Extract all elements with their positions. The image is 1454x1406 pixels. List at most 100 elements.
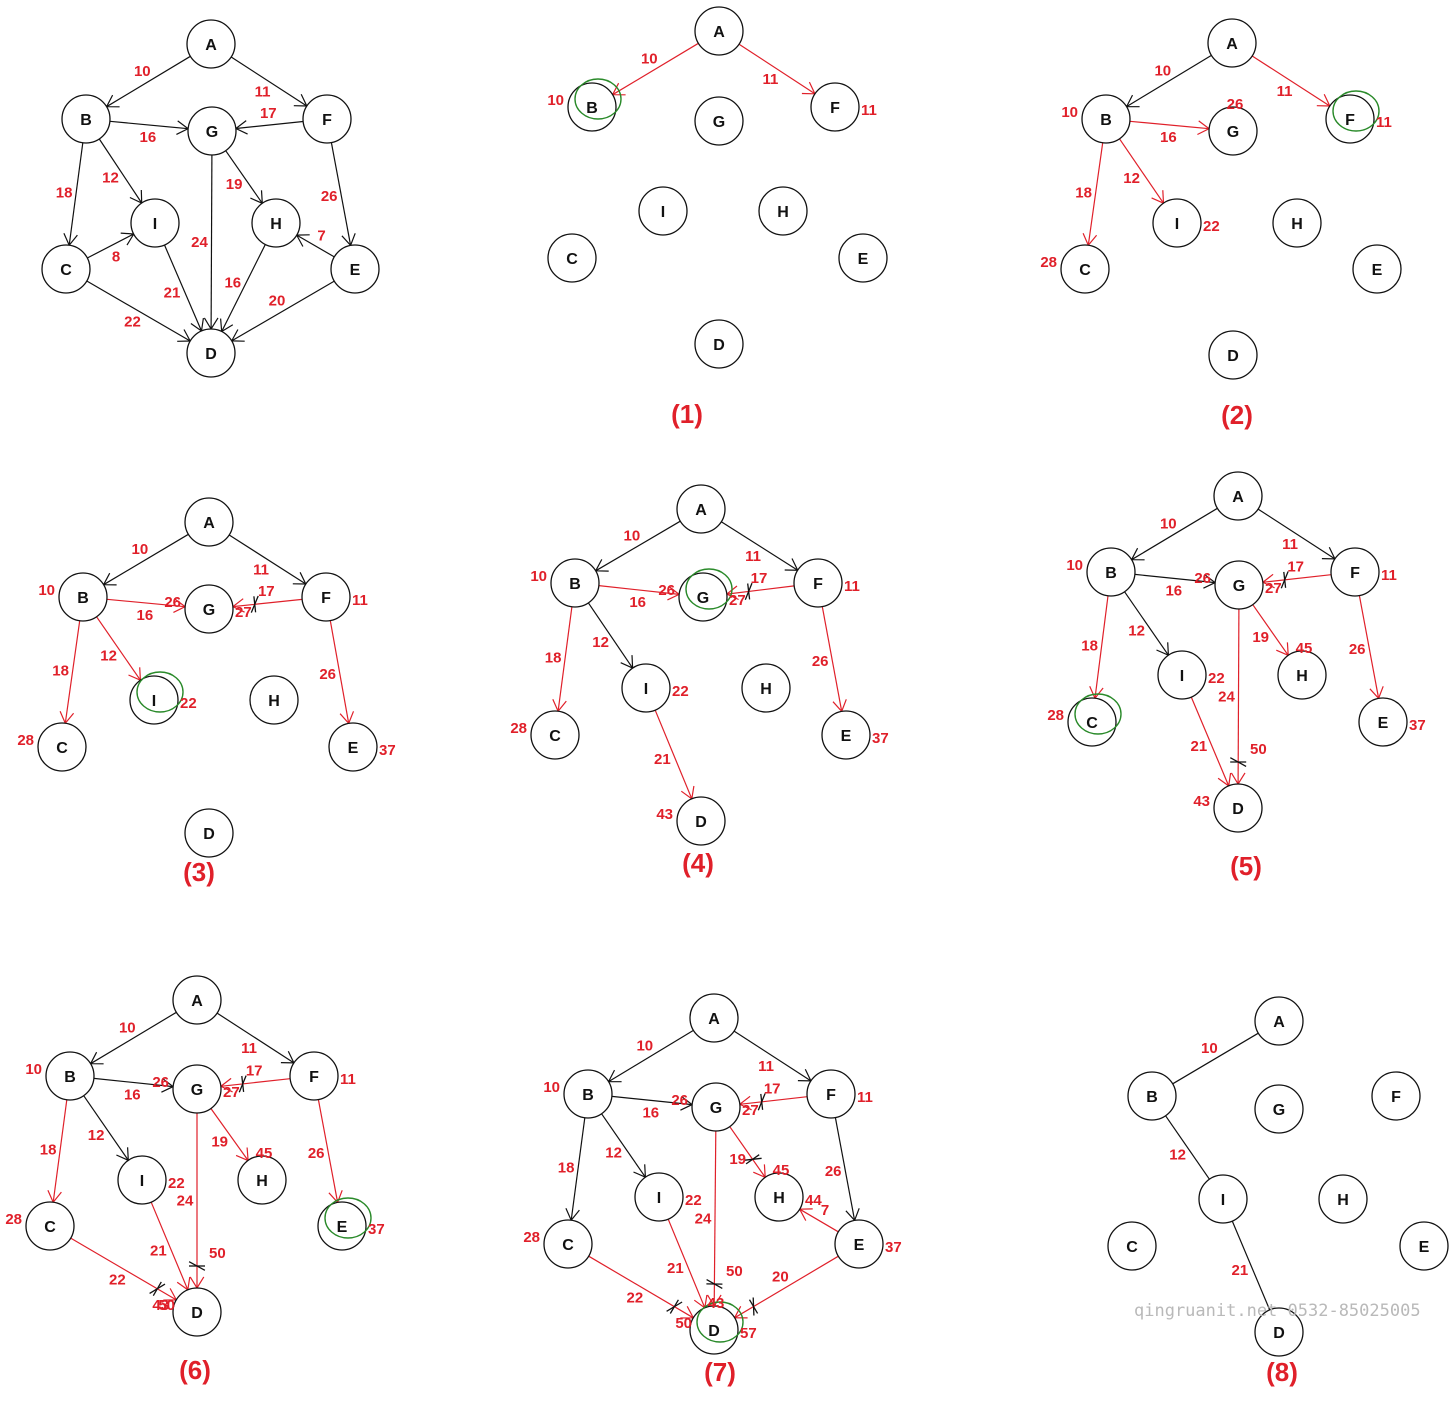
node-label-d: D <box>203 826 215 843</box>
edge-weight-i-d: 21 <box>1232 1262 1249 1279</box>
node-d <box>172 1287 222 1337</box>
node-c <box>530 710 580 760</box>
edge-weight-f-e: 26 <box>825 1163 842 1180</box>
edge-f-g <box>235 120 304 130</box>
node-label-h: H <box>773 1190 785 1207</box>
node-label-c: C <box>1079 262 1091 279</box>
distance-label-d: 43 <box>708 1295 725 1312</box>
distance-label-b: 10 <box>543 1079 560 1096</box>
node-label-f: F <box>321 590 331 607</box>
node-d <box>184 808 234 858</box>
settled-highlight-b <box>574 78 622 120</box>
distance-label-f: 11 <box>857 1089 873 1106</box>
node-label-e: E <box>1372 262 1383 279</box>
distance-label-h: 45 <box>1296 640 1313 657</box>
edge-f-e <box>834 1117 856 1221</box>
node-g <box>184 584 234 634</box>
node-g <box>694 96 744 146</box>
node-label-d: D <box>695 814 707 831</box>
edge-weight-b-c: 18 <box>558 1159 575 1176</box>
edge-weight-b-c: 18 <box>545 649 562 666</box>
settled-highlight-d <box>696 1301 744 1343</box>
edge-e-h <box>296 234 335 258</box>
edge-f-g <box>726 585 795 595</box>
node-label-i: I <box>153 216 157 233</box>
edge-b-g <box>109 120 189 130</box>
node-h <box>758 186 808 236</box>
edge-weight-i-d: 21 <box>667 1260 684 1277</box>
node-label-c: C <box>44 1219 56 1236</box>
edge-weight-h-d: 16 <box>224 275 241 292</box>
node-g <box>691 1082 741 1132</box>
node-e <box>838 233 888 283</box>
node-b <box>563 1069 613 1119</box>
step-caption: (7) <box>704 1357 736 1387</box>
edge-weight-a-b: 10 <box>1201 1040 1218 1057</box>
node-g <box>1208 106 1258 156</box>
edge-c-d <box>70 1237 177 1301</box>
node-label-h: H <box>1291 216 1303 233</box>
settled-highlight-c <box>1074 693 1122 735</box>
node-h <box>741 663 791 713</box>
distance-label-f: 11 <box>352 592 368 609</box>
node-label-h: H <box>270 216 282 233</box>
edge-f-e <box>329 620 350 724</box>
node-label-d: D <box>713 337 725 354</box>
distance-label-d: 43 <box>152 1297 169 1314</box>
node-b <box>1081 94 1131 144</box>
node-b <box>61 94 111 144</box>
edge-b-c <box>557 606 573 712</box>
distance-label-e: 37 <box>1409 717 1426 734</box>
edge-f-e <box>1358 595 1380 699</box>
edge-weight-a-f: 11 <box>762 71 778 88</box>
edge-weight-g-h: 19 <box>226 176 243 193</box>
edge-weight-f-e: 26 <box>321 188 338 205</box>
node-i <box>621 663 671 713</box>
distance-label-g: 27 <box>742 1102 759 1119</box>
node-label-d: D <box>1227 348 1239 365</box>
node-label-g: G <box>203 602 215 619</box>
node-i <box>1152 198 1202 248</box>
node-f <box>1371 1071 1421 1121</box>
edge-b-g <box>611 1095 693 1106</box>
distance-label-f: 11 <box>340 1071 356 1088</box>
edge-weight-b-c: 18 <box>1081 638 1098 655</box>
node-label-b: B <box>1146 1089 1158 1106</box>
node-label-b: B <box>64 1069 76 1086</box>
edge-weight-f-g: 17 <box>246 1063 263 1080</box>
distance-label-d: 43 <box>656 806 673 823</box>
edge-a-b <box>90 1011 177 1065</box>
edge-e-d <box>734 1255 839 1319</box>
node-label-h: H <box>777 204 789 221</box>
node-label-b: B <box>586 100 598 117</box>
edge-weight-b-i: 12 <box>592 634 609 651</box>
node-label-h: H <box>256 1173 268 1190</box>
distance-label-h: 45 <box>773 1162 790 1179</box>
edge-weight-f-e: 26 <box>1349 641 1366 658</box>
node-label-b: B <box>77 590 89 607</box>
node-label-h: H <box>760 681 772 698</box>
node-h <box>249 675 299 725</box>
edge-weight-c-d: 22 <box>109 1271 126 1288</box>
edge-weight-b-g: 16 <box>137 607 154 624</box>
edge-weight-c-d: 22 <box>124 313 141 330</box>
nodes <box>37 497 378 858</box>
edge-b-i <box>587 602 634 669</box>
node-g <box>172 1064 222 1114</box>
edge-b-c <box>1087 142 1104 246</box>
step-caption: (2) <box>1221 400 1253 430</box>
node-label-g: G <box>1227 124 1239 141</box>
node-label-e: E <box>337 1219 348 1236</box>
distance-label-i: 22 <box>180 695 197 712</box>
step-caption: (1) <box>671 399 703 429</box>
edge-a-f <box>720 521 799 571</box>
node-b <box>45 1051 95 1101</box>
node-label-d: D <box>191 1305 203 1322</box>
edge-weight-b-g: 16 <box>1160 129 1177 146</box>
